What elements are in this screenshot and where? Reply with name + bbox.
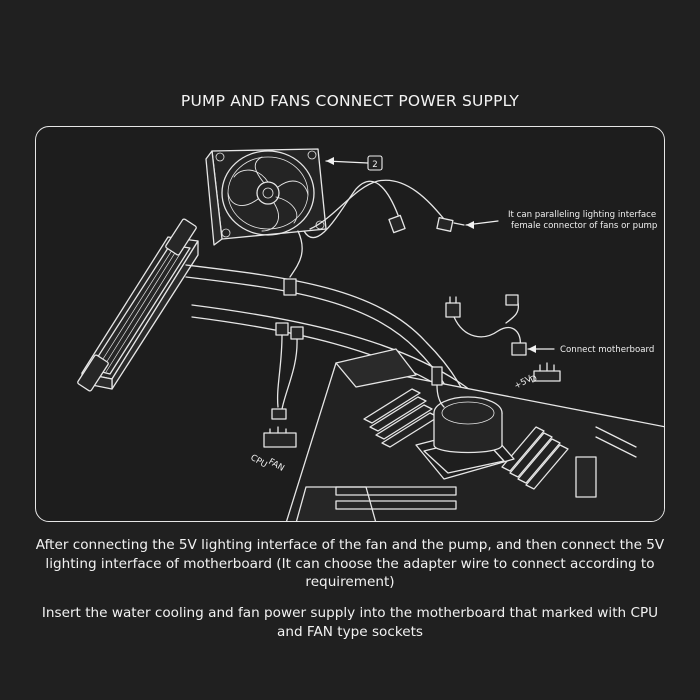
- fan: [205, 148, 327, 246]
- argb-header: [533, 362, 561, 382]
- installation-diagram-panel: 2 It can paralleling lighting interface …: [35, 126, 665, 522]
- page-title: PUMP AND FANS CONNECT POWER SUPPLY: [180, 92, 520, 110]
- step-badge-number: 2: [372, 160, 377, 170]
- splitter-cables: [271, 322, 304, 420]
- cpu-fan-header: [263, 426, 297, 448]
- description-paragraph-1: After connecting the 5V lighting interfa…: [35, 537, 665, 590]
- callout-lighting-line2: female connector of fans or pump: [511, 221, 657, 231]
- radiator: [77, 218, 199, 392]
- motherboard-lighting-cable: [445, 294, 527, 356]
- step-badge: 2: [367, 155, 383, 171]
- fan-cables: [283, 179, 465, 296]
- callout-motherboard: Connect motherboard: [560, 345, 654, 355]
- description-paragraph-2: Insert the water cooling and fan power s…: [41, 605, 659, 640]
- callout-lighting-line1: It can paralleling lighting interface: [508, 210, 656, 220]
- header-label-cpu: CPU: [249, 453, 269, 470]
- pump: [431, 366, 503, 454]
- header-label-fan: FAN: [267, 457, 286, 474]
- installation-diagram: 2 It can paralleling lighting interface …: [77, 148, 664, 521]
- header-label-d: D: [529, 374, 540, 386]
